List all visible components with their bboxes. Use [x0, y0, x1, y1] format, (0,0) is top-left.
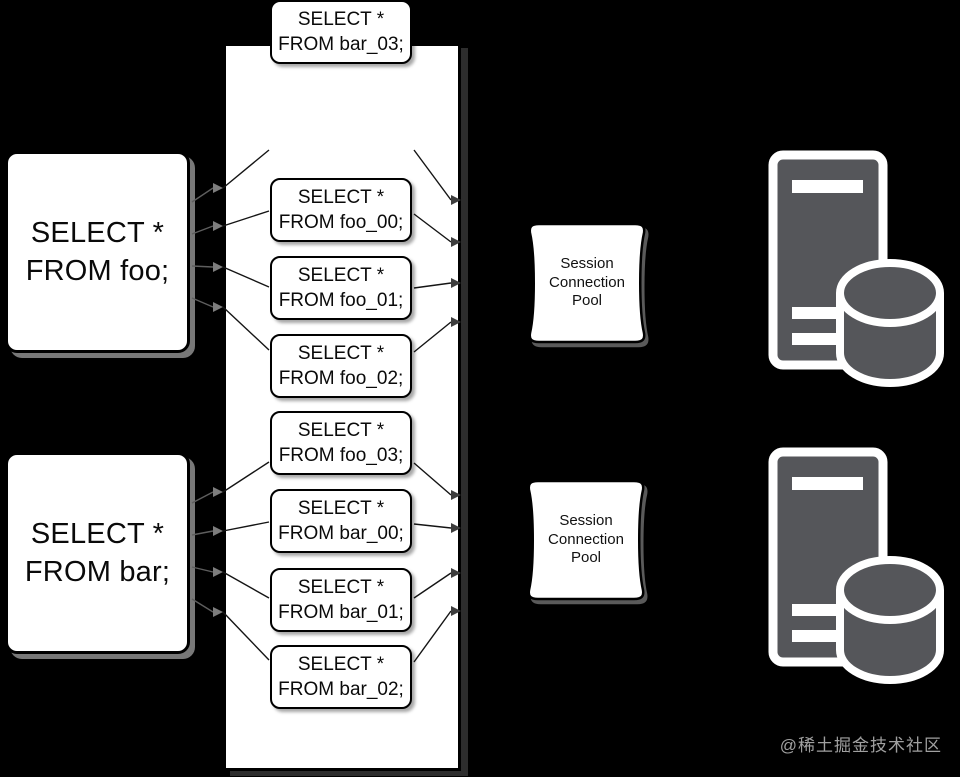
server-slot: [792, 307, 850, 319]
source-query-line: SELECT *: [30, 518, 165, 550]
shard-query-box-bar-01: SELECT * FROM bar_01;: [270, 568, 412, 632]
shard-query-box-bar-02: SELECT * FROM bar_02;: [270, 645, 412, 709]
shard-query-line: SELECT *: [297, 343, 385, 364]
session-connection-pool-2: Session Connection Pool: [526, 478, 646, 602]
shard-query-box-foo-02: SELECT * FROM foo_02;: [270, 334, 412, 398]
source-query-box-foo: SELECT * FROM foo;: [5, 151, 190, 353]
shard-query-line: SELECT *: [297, 420, 385, 441]
shard-query-box-bar-00: SELECT * FROM bar_00;: [270, 489, 412, 553]
server-slot: [792, 604, 850, 616]
pool-label-line: Session: [560, 255, 614, 273]
shard-query-line: SELECT *: [297, 9, 385, 30]
server-slot: [792, 477, 863, 490]
pool-label-line: Pool: [571, 292, 603, 310]
shard-query-line: SELECT *: [297, 498, 385, 519]
shard-query-line: FROM foo_03;: [278, 445, 404, 466]
session-connection-pool-1: Session Connection Pool: [527, 221, 647, 345]
shard-query-box-bar-03: SELECT * FROM bar_03;: [270, 0, 412, 64]
server-slot: [792, 180, 863, 193]
shard-query-box-foo-03: SELECT * FROM foo_03;: [270, 411, 412, 475]
pool-shape: [527, 479, 645, 601]
pool-label: Session Connection Pool: [527, 221, 647, 345]
server-slot: [792, 333, 850, 345]
pool-label-line: Connection: [549, 273, 625, 291]
pool-shape: [528, 222, 646, 344]
shard-query-box-foo-00: SELECT * FROM foo_00;: [270, 178, 412, 242]
shard-query-line: FROM bar_00;: [278, 523, 404, 544]
pool-label: Session Connection Pool: [526, 478, 646, 602]
shard-query-line: SELECT *: [297, 577, 385, 598]
shard-query-line: FROM foo_01;: [278, 290, 404, 311]
shard-query-line: FROM foo_00;: [278, 212, 404, 233]
database-cylinder-top: [836, 556, 944, 624]
shard-query-line: SELECT *: [297, 654, 385, 675]
server-slot: [792, 630, 850, 642]
shard-query-box-foo-01: SELECT * FROM foo_01;: [270, 256, 412, 320]
shard-query-line: FROM bar_02;: [278, 679, 404, 700]
source-query-line: SELECT *: [30, 217, 165, 249]
database-server-icon: [768, 447, 944, 684]
source-query-line: FROM foo;: [25, 255, 170, 287]
source-query-box-bar: SELECT * FROM bar;: [5, 452, 190, 654]
shard-query-line: FROM bar_03;: [278, 34, 404, 55]
database-cylinder-top: [836, 259, 944, 327]
database-server-icon: [768, 150, 944, 387]
shard-query-line: SELECT *: [297, 187, 385, 208]
pool-label-line: Session: [559, 512, 613, 530]
source-query-line: FROM bar;: [24, 556, 171, 588]
pool-label-line: Pool: [570, 549, 602, 567]
pool-label-line: Connection: [548, 530, 624, 548]
watermark: @稀土掘金技术社区: [779, 736, 942, 755]
shard-query-line: FROM bar_01;: [278, 602, 404, 623]
shard-query-line: SELECT *: [297, 265, 385, 286]
shard-query-line: FROM foo_02;: [278, 368, 404, 389]
